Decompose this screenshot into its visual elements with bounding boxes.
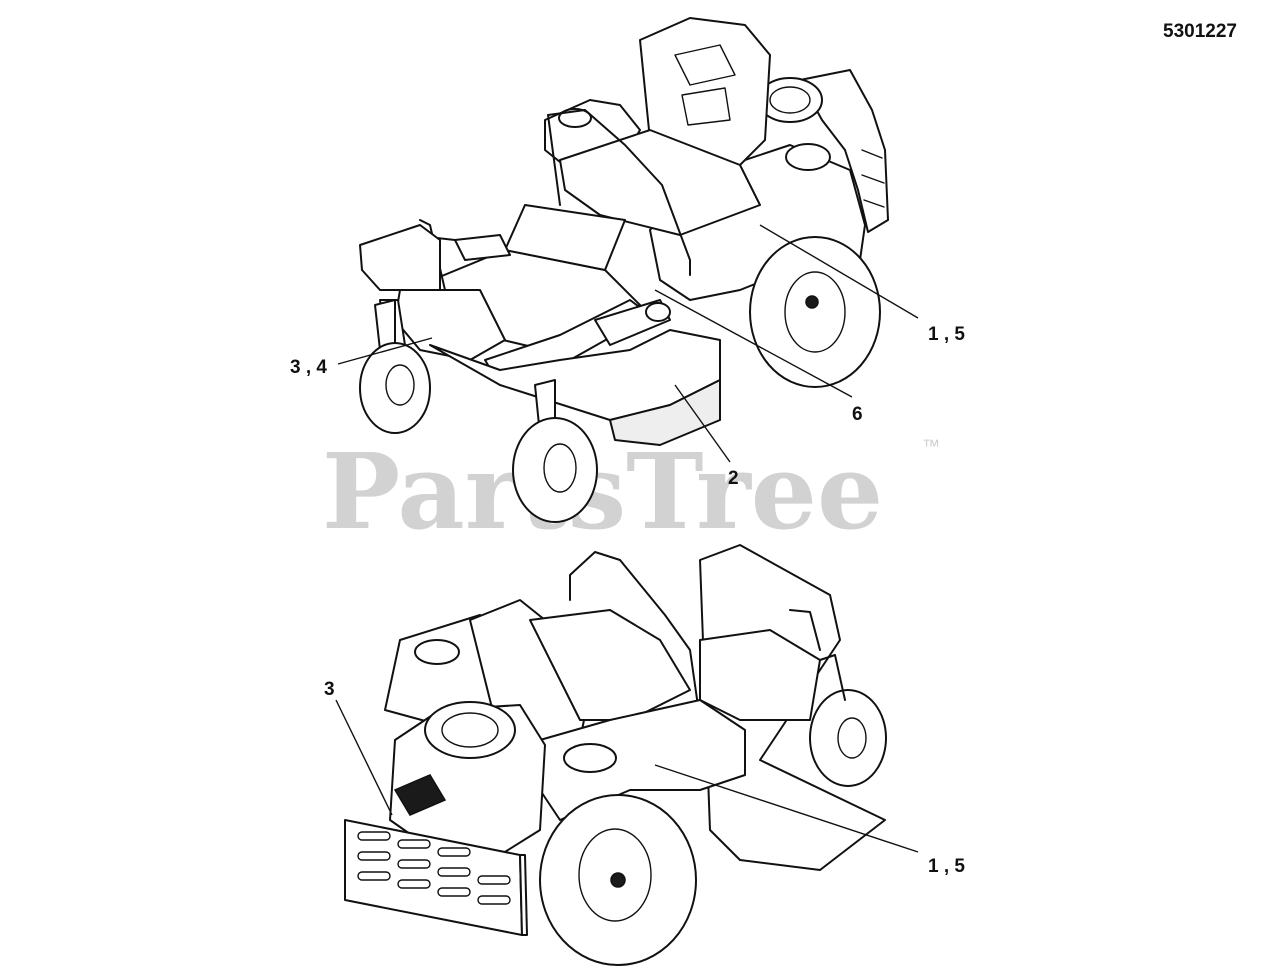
engine-fan	[769, 86, 811, 114]
lever-bracket-left	[454, 234, 511, 261]
seat-back-panels	[674, 44, 736, 126]
engine-muffler	[393, 774, 447, 816]
leader-top-1-5	[759, 224, 919, 319]
watermark: PartsTree ™	[322, 430, 940, 553]
shroud-vents	[861, 149, 885, 208]
rear-hub-left	[578, 828, 652, 922]
callout-bottom-3: 3	[324, 679, 335, 700]
leader-bottom-3	[335, 699, 393, 816]
leader-top-3-4	[337, 337, 433, 365]
leader-bottom-1-5	[654, 764, 919, 853]
deck-skirt	[609, 379, 721, 446]
rear-guard-slots	[357, 831, 511, 905]
rear-hub-right	[784, 271, 846, 353]
rops-bar-rear	[569, 551, 701, 721]
rear-tire-right	[749, 236, 881, 388]
fender-rear	[539, 699, 746, 821]
callout-top-6: 6	[852, 404, 863, 425]
caster-hub-front	[543, 443, 577, 493]
rear-shroud	[799, 69, 889, 233]
fuel-cap-left	[558, 108, 592, 128]
leader-top-2	[674, 384, 731, 463]
mower-rear-view	[335, 544, 919, 966]
rops-bar	[547, 109, 691, 276]
fuel-cap-right	[785, 143, 831, 171]
caster-wheel-right	[809, 689, 887, 787]
mower-front-view	[337, 17, 919, 523]
caster-wheel-left	[359, 342, 431, 434]
pivot-right	[645, 302, 671, 322]
seat-front-panel	[504, 204, 626, 271]
fuel-cap-rear	[414, 639, 460, 665]
seat-cushion-rear	[529, 609, 691, 721]
part-number: 5301227	[1163, 21, 1237, 42]
rear-axle-right	[805, 295, 819, 309]
caster-wheel-front	[512, 417, 598, 523]
rear-guard-edge	[519, 854, 528, 936]
callout-top-3-4: 3 , 4	[290, 357, 327, 378]
engine-fan-rear	[441, 712, 499, 748]
engine-fan-housing	[424, 701, 516, 759]
deck-discharge	[359, 224, 441, 291]
callout-top-2: 2	[728, 468, 739, 489]
trademark-symbol: ™	[922, 436, 940, 456]
leader-top-6	[654, 289, 853, 398]
mower-deck	[429, 329, 721, 421]
watermark-text: PartsTree	[322, 430, 883, 553]
caster-hub-right	[837, 717, 867, 759]
caster-hub-left	[385, 364, 415, 406]
fuel-cap-fender	[563, 743, 617, 773]
callout-bottom-1-5: 1 , 5	[928, 856, 965, 877]
rear-axle-left	[610, 872, 626, 888]
callout-top-1-5: 1 , 5	[928, 324, 965, 345]
control-lever-right	[789, 609, 846, 701]
